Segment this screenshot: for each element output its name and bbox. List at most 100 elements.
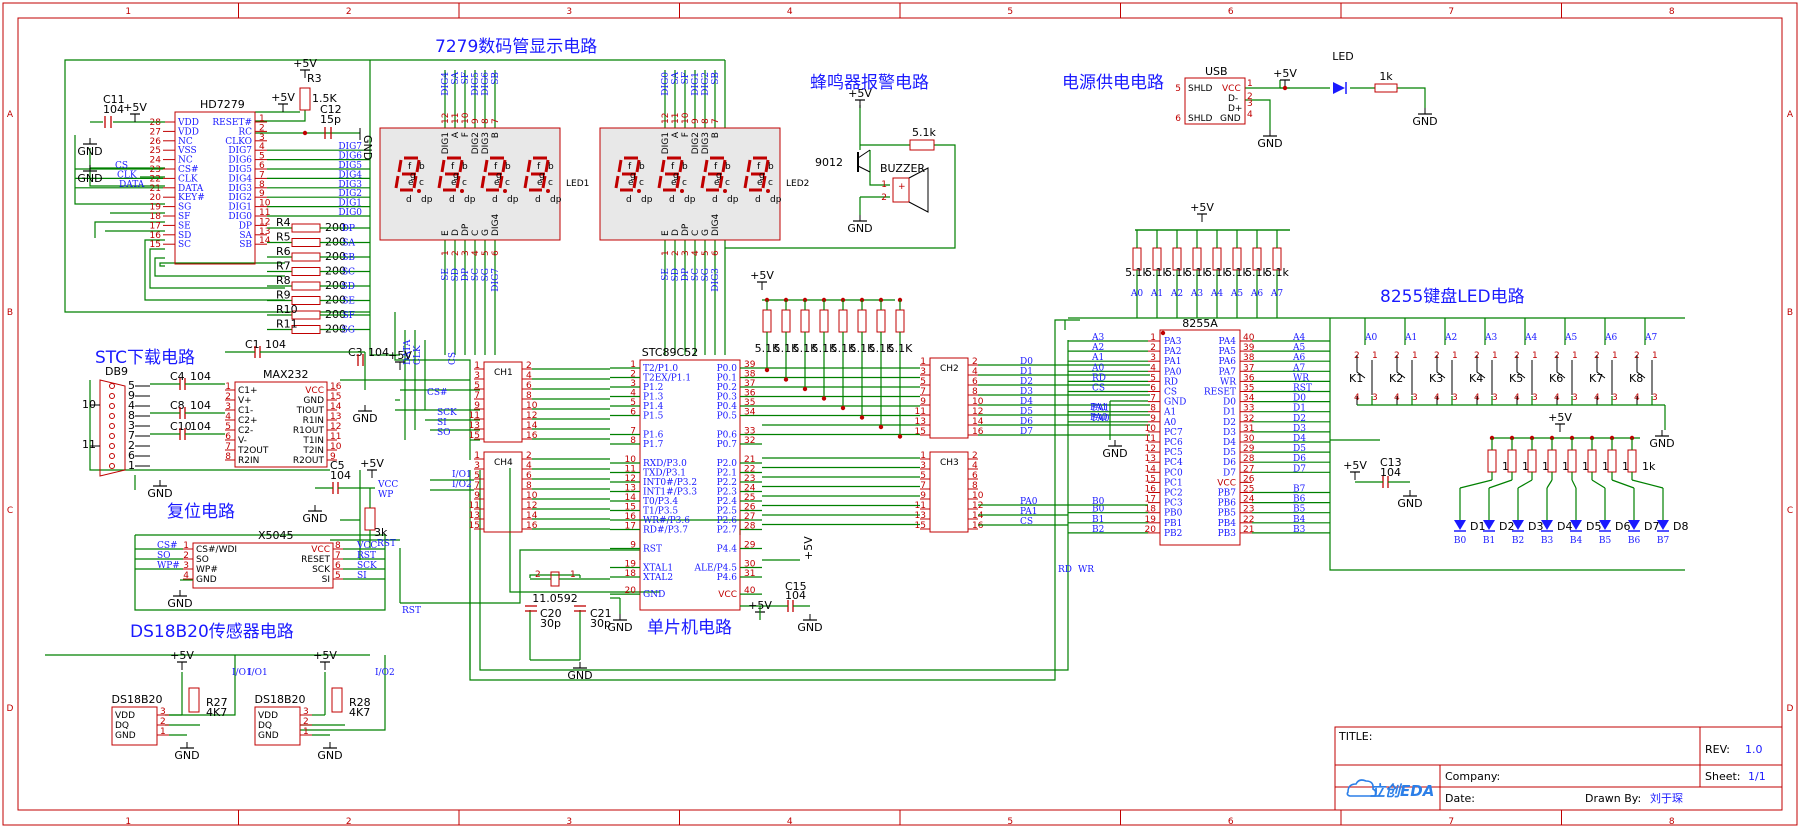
segment-letter: d <box>626 195 632 205</box>
max232-body <box>234 381 328 468</box>
segment-resistor <box>291 281 321 291</box>
segment-dp <box>546 189 550 193</box>
led-resistor <box>1527 449 1537 473</box>
pin-number: 20 <box>625 586 637 596</box>
pin-number: 5 <box>474 471 480 481</box>
net-label: B0 <box>1092 505 1105 515</box>
pin-name: PA5 <box>1219 347 1237 357</box>
pin-number: 5 <box>920 377 926 387</box>
pin-number: 11 <box>915 407 926 417</box>
pin-number: 6 <box>128 449 135 462</box>
net-label: A0 <box>1091 363 1104 373</box>
pin-name: P2.4 <box>717 497 738 507</box>
pin-name: DIG3 <box>228 184 252 194</box>
segment <box>455 175 461 189</box>
pin-number: 35 <box>1243 384 1254 394</box>
segment-dp <box>460 189 464 193</box>
pin-name: D <box>451 229 461 236</box>
db9-pin <box>109 383 115 389</box>
segment <box>614 175 620 189</box>
vcc-label: +5V <box>1273 67 1297 80</box>
pin-number: 1 <box>661 250 671 256</box>
segment-letter: e <box>671 178 677 188</box>
pin-number: 11 <box>671 113 681 124</box>
net-label: SE <box>342 297 355 307</box>
net-label: D6 <box>1293 454 1306 464</box>
pin-name: DIG2 <box>471 132 481 154</box>
segment-letter: dp <box>641 195 653 205</box>
pin-number: 40 <box>1243 333 1255 343</box>
db9-side: 11 <box>82 438 96 451</box>
title-mcu: 单片机电路 <box>647 618 732 638</box>
net-label: CS <box>1020 517 1033 527</box>
pin-number: 2 <box>671 250 681 256</box>
pin-number: 9 <box>691 118 701 124</box>
pin-name: SB <box>239 240 252 250</box>
pin-name: PA4 <box>1219 337 1237 347</box>
pin-name: P1.6 <box>643 431 664 441</box>
pin-number: 11 <box>259 208 270 218</box>
led-name: D8 <box>1673 520 1688 533</box>
buzzer-plus: + <box>898 182 906 192</box>
pin-name: P2.1 <box>717 469 737 479</box>
pin-number: 14 <box>526 421 538 431</box>
segment-letter: dp <box>770 195 782 205</box>
net-label: A0 <box>1130 289 1143 299</box>
pin-name: DIG2 <box>691 132 701 154</box>
capacitor-ref: C1 <box>245 338 260 351</box>
pullup-resistor <box>857 309 867 333</box>
pin-name: F <box>461 132 471 137</box>
pin-name: R2IN <box>238 456 259 466</box>
pin-number: 2 <box>972 451 978 461</box>
pin-number: 7 <box>128 429 135 442</box>
net-label: A6 <box>1292 353 1305 363</box>
pin-name: PC7 <box>1164 428 1183 438</box>
pin-number: 31 <box>1243 424 1254 434</box>
pin-number: 3 <box>1652 393 1658 403</box>
segment <box>501 159 507 173</box>
pin-name: GND <box>196 575 217 585</box>
pin-name: P2.3 <box>717 488 738 498</box>
pin-name: PC2 <box>1164 489 1183 499</box>
column-marker: 7 <box>1448 817 1454 827</box>
net-label: A1 <box>1404 333 1417 343</box>
net-label: DIG5 <box>338 161 362 171</box>
pin-number: 8 <box>128 409 135 422</box>
segment-resistor <box>291 238 321 247</box>
pin-number: 2 <box>225 392 231 402</box>
pin-number: 6 <box>1175 114 1181 124</box>
pin-number: 32 <box>1243 414 1254 424</box>
pin-name: DQ <box>115 721 129 731</box>
segment-resistor <box>291 267 321 276</box>
pin-name: D3 <box>1223 428 1236 438</box>
pin-name: D2 <box>1223 418 1236 428</box>
db9-pin <box>109 433 115 439</box>
r3-ref: R3 <box>307 72 322 85</box>
net-label: SA <box>451 72 461 85</box>
pin-number: 29 <box>1243 444 1255 454</box>
resistor-value: 5.1K <box>793 342 818 355</box>
net-label: PA0 <box>1090 413 1108 423</box>
net-label: DIG4 <box>441 72 451 96</box>
pin-name: CLK <box>178 174 198 184</box>
pin-number: 2 <box>630 370 636 380</box>
net-label: SE <box>441 268 451 281</box>
key-switch <box>1436 355 1446 379</box>
pin-name: T2/P1.0 <box>643 364 678 374</box>
pin-name: VCC <box>1217 478 1236 488</box>
segment-letter: c <box>548 178 553 188</box>
resistor-ref: R27 <box>206 696 228 709</box>
pin-number: 13 <box>469 421 480 431</box>
pin-number: 16 <box>972 427 984 437</box>
segment-letter: e <box>451 178 457 188</box>
pin-number: 7 <box>259 170 265 180</box>
segment-dp <box>503 189 507 193</box>
pin-number: 39 <box>744 360 756 370</box>
pin-number: 22 <box>1243 515 1254 525</box>
ground-label: GND <box>1102 447 1127 460</box>
pin-name: PB2 <box>1164 529 1182 539</box>
net-label: SG <box>481 268 491 281</box>
led-resistor <box>1374 83 1398 93</box>
